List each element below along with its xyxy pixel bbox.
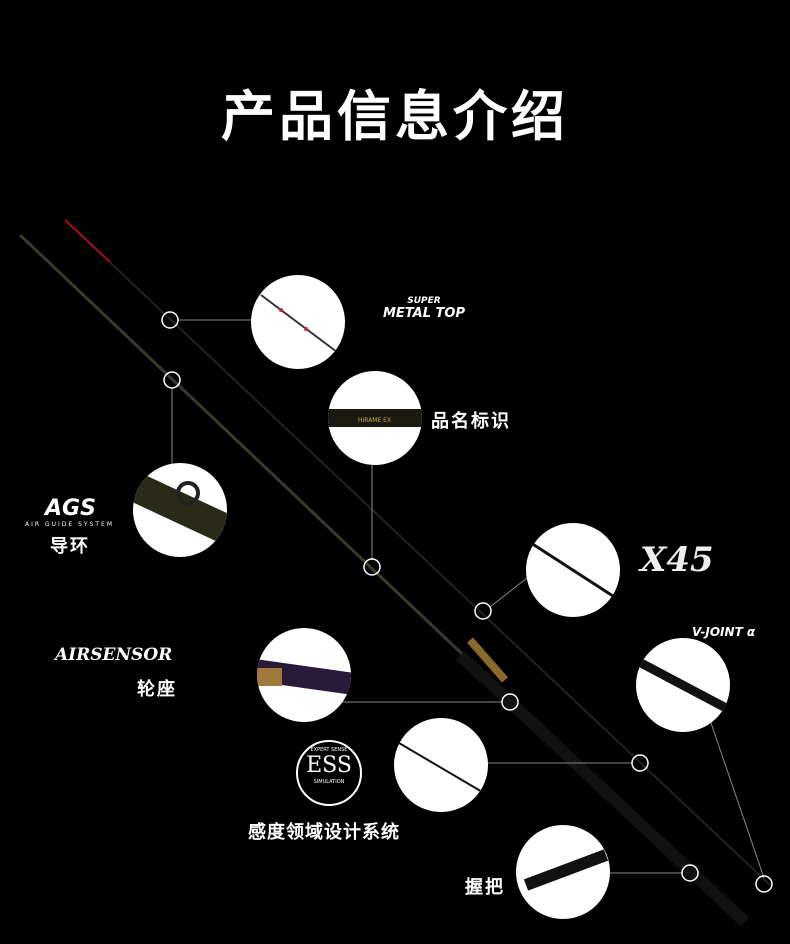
- grip-detail-image: [516, 825, 610, 919]
- joint-detail-image: [636, 638, 730, 732]
- svg-text:HIRAME EX: HIRAME EX: [358, 417, 391, 424]
- page-title: 产品信息介绍: [221, 85, 569, 148]
- rod-2: [64, 219, 771, 886]
- ess-detail-image: [394, 718, 488, 812]
- ags-logo: AGS: [45, 496, 96, 521]
- reel-seat-detail-image: [257, 628, 351, 722]
- ags-logo-sub: AIR GUIDE SYSTEM: [25, 521, 114, 528]
- name-detail-image: HIRAME EX: [328, 371, 422, 465]
- ess-logo: EXPERT SENSE ESS SIMULATION: [296, 740, 362, 806]
- grip-label: 握把: [465, 877, 505, 898]
- tip-detail-image: [251, 275, 345, 369]
- rod-2-tip: [64, 219, 111, 263]
- name-label: 品名标识: [431, 411, 511, 432]
- x45-detail-image: [526, 523, 620, 617]
- ess-label: 感度领域设计系统: [248, 822, 400, 843]
- airsensor-logo: AIRSENSOR: [55, 645, 173, 665]
- x45-logo: X45: [640, 540, 714, 580]
- guide-detail-image: [133, 463, 227, 557]
- guide-label: 导环: [50, 536, 90, 557]
- reel-seat-label: 轮座: [137, 679, 177, 700]
- reel-seat: [466, 637, 509, 683]
- v-joint-logo: V-JOINT α: [692, 625, 756, 639]
